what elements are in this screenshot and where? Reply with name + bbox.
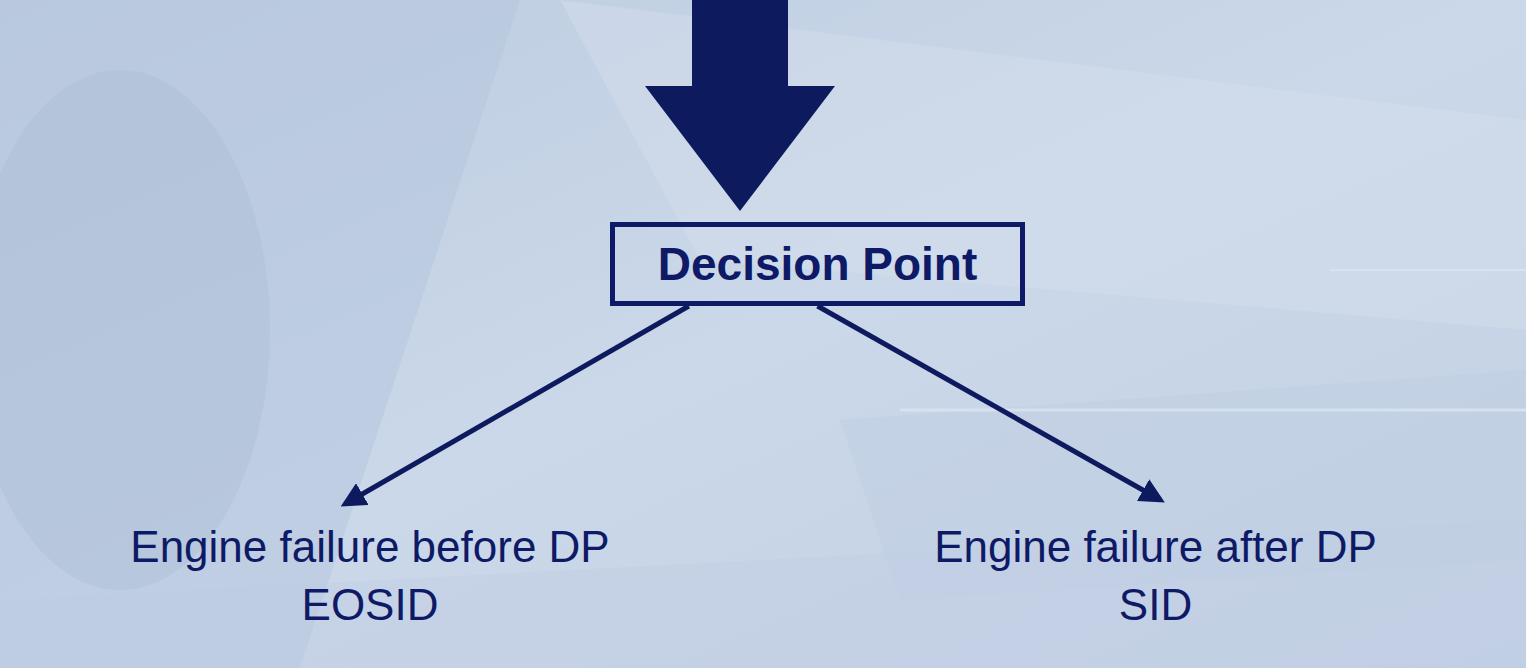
node-heading: Engine failure after DP [934,518,1377,576]
node-heading: Decision Point [629,236,1006,292]
decision-box: Decision Point [610,222,1025,306]
node-subtext: EOSID [130,576,610,634]
node-heading: Engine failure before DP [130,518,610,576]
outcome-text-block: Engine failure after DPSID [934,518,1377,634]
node-subtext: SID [934,576,1377,634]
outcome-text-block: Engine failure before DPEOSID [130,518,610,634]
connector-arrow [345,306,689,504]
connector-arrow [818,306,1161,500]
